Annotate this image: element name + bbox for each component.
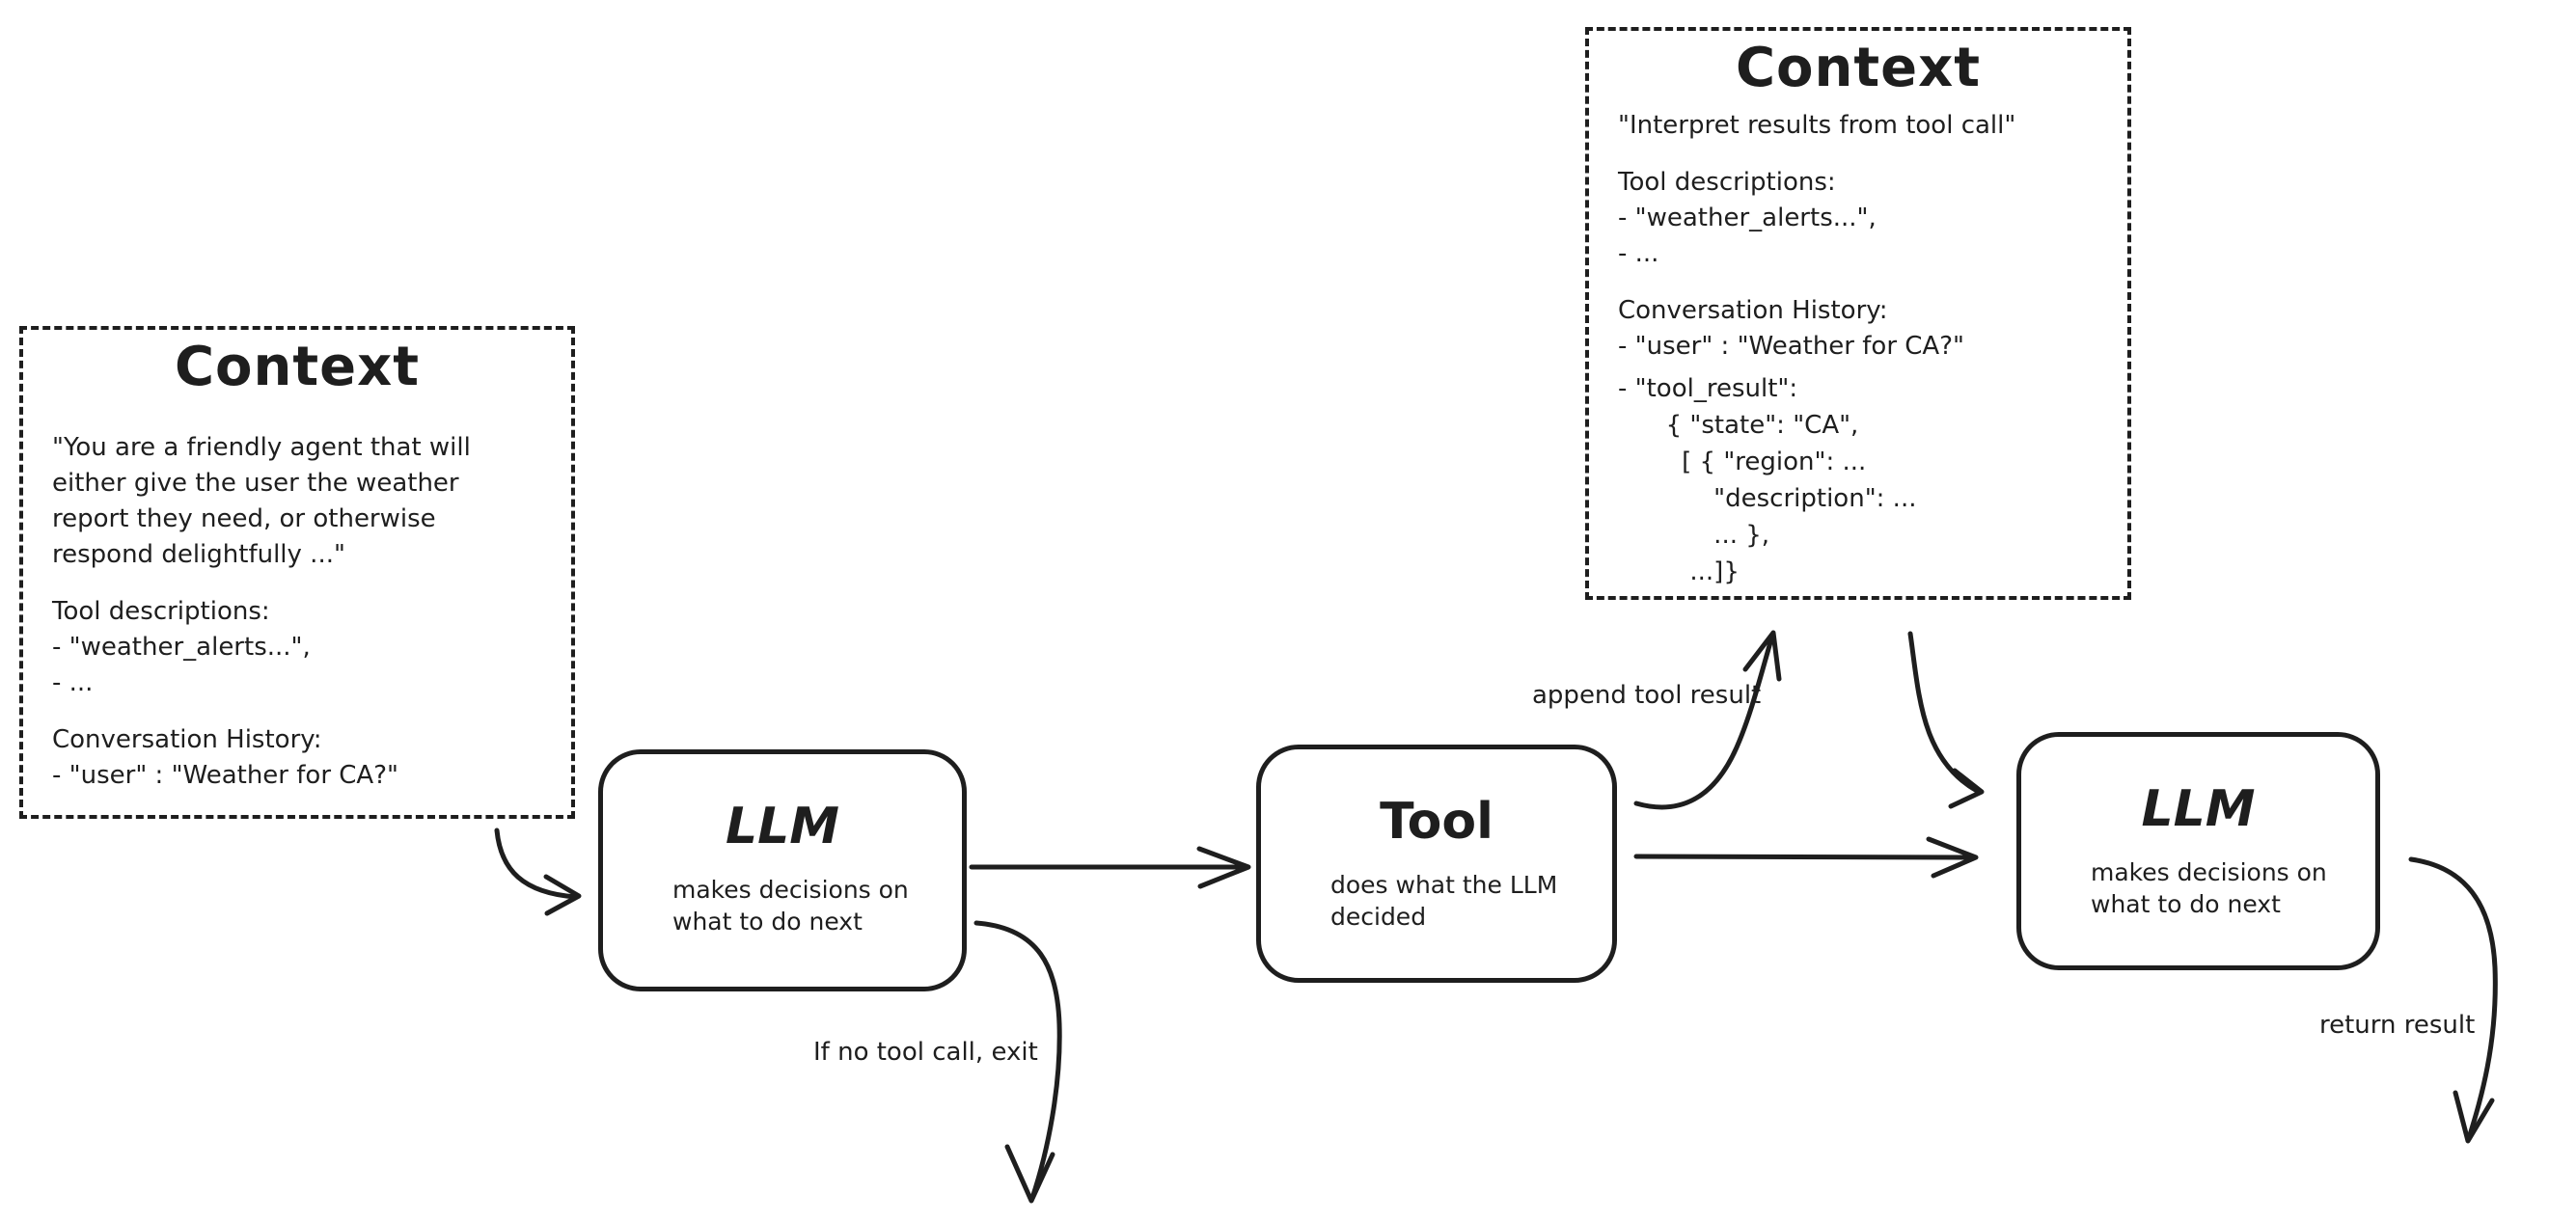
conversation-history-section: Conversation History: - "user" : "Weathe…	[52, 722, 542, 794]
conversation-history-heading: Conversation History:	[1618, 296, 1888, 325]
llm-node-subtitle: makes decisions on what to do next	[672, 876, 909, 936]
context-box-title: Context	[174, 336, 421, 398]
tool-descriptions-heading: Tool descriptions:	[52, 597, 270, 626]
tool-node-subtitle: does what the LLM decided	[1330, 871, 1558, 931]
tool-node-title: Tool	[1380, 793, 1494, 851]
tool-description-item: - "weather_alerts...",	[1618, 204, 1877, 232]
arrow-context1-to-llm1	[494, 828, 582, 916]
tool-descriptions-section: Tool descriptions: - "weather_alerts..."…	[1618, 165, 2098, 272]
tool-result-block: - "tool_result": { "state": "CA", [ { "r…	[1618, 374, 1917, 586]
conversation-history-item: - "user" : "Weather for CA?"	[52, 761, 398, 790]
arrow-llm1-to-tool	[969, 846, 1251, 889]
conversation-history-section: Conversation History: - "user" : "Weathe…	[1618, 293, 2098, 365]
conversation-history-item: - "user" : "Weather for CA?"	[1618, 332, 1964, 361]
llm-node-title: LLM	[2141, 780, 2256, 838]
arrow-context2-to-llm2	[1907, 631, 1985, 809]
llm-node-1: LLM makes decisions on what to do next	[598, 749, 967, 991]
llm-node-subtitle: makes decisions on what to do next	[2091, 858, 2327, 918]
tool-description-item: - ...	[1618, 239, 1659, 268]
tool-descriptions-heading: Tool descriptions:	[1618, 168, 1836, 197]
interpret-instruction-text: "Interpret results from tool call"	[1618, 111, 2016, 140]
llm-node-2: LLM makes decisions on what to do next	[2016, 732, 2380, 970]
context-box-after-tool: Context "Interpret results from tool cal…	[1585, 27, 2131, 600]
if-no-tool-call-exit-label: If no tool call, exit	[813, 1038, 1038, 1067]
context-box-title: Context	[1735, 37, 1982, 99]
context-box-initial: Context "You are a friendly agent that w…	[19, 326, 575, 819]
conversation-history-heading: Conversation History:	[52, 725, 322, 754]
arrow-llm2-return	[2408, 856, 2498, 1144]
append-tool-result-label: append tool result	[1532, 681, 1762, 710]
tool-description-item: - ...	[52, 668, 94, 697]
arrow-tool-to-context2	[1633, 630, 1782, 810]
system-prompt-text: "You are a friendly agent that will eith…	[52, 433, 471, 569]
tool-descriptions-section: Tool descriptions: - "weather_alerts..."…	[52, 594, 542, 701]
return-result-label: return result	[2319, 1011, 2476, 1040]
llm-node-title: LLM	[725, 798, 839, 855]
tool-node: Tool does what the LLM decided	[1256, 745, 1617, 983]
arrow-tool-to-llm2	[1633, 836, 1979, 879]
tool-description-item: - "weather_alerts...",	[52, 633, 311, 662]
